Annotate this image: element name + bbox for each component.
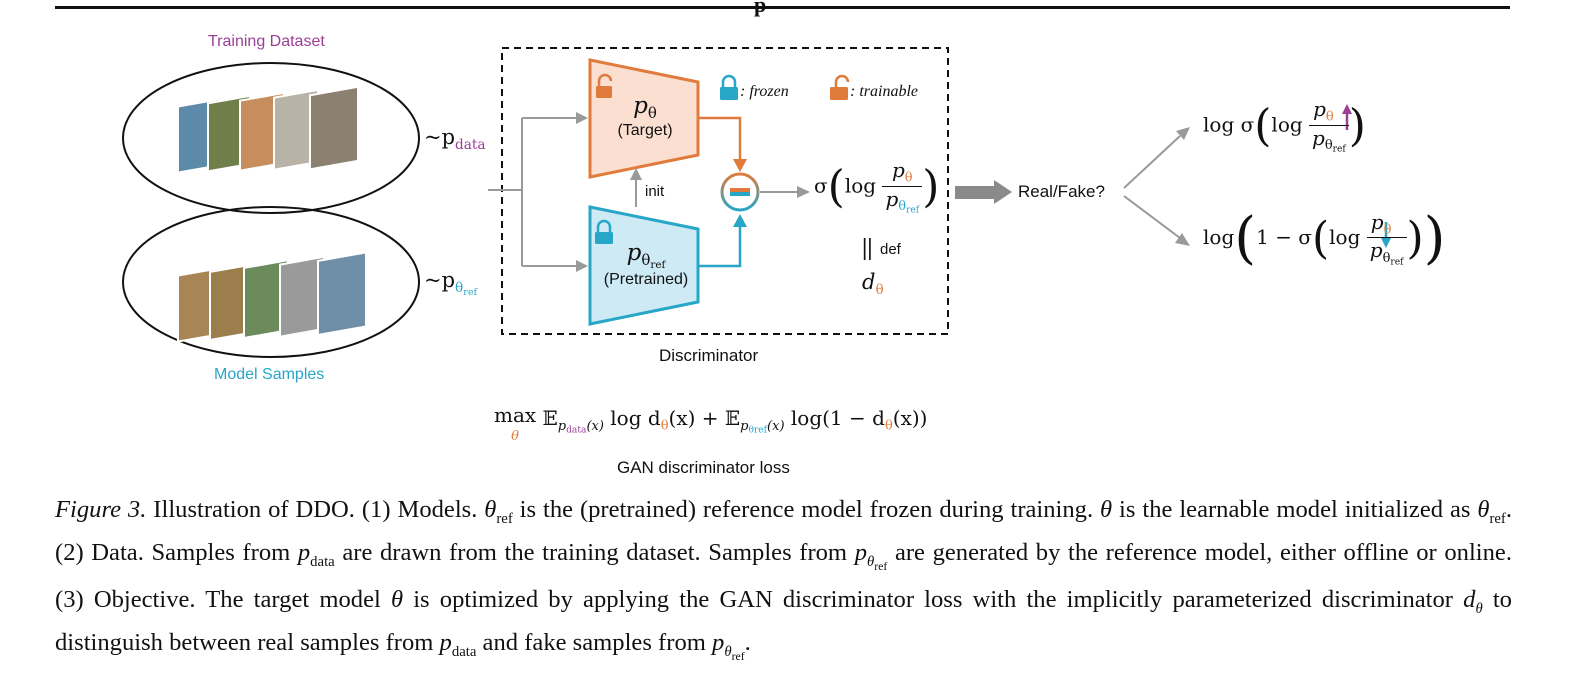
real-fake-label: Real/Fake? xyxy=(1018,182,1105,201)
p-data-label: ~pdata xyxy=(424,125,486,153)
model-samples-images-stack xyxy=(177,251,367,343)
trainable-lock-icon xyxy=(596,73,613,98)
gan-loss-label: GAN discriminator loss xyxy=(617,458,790,477)
p-ref-label: ~pθref xyxy=(424,268,478,298)
ddo-diagram xyxy=(122,47,1391,358)
def-label: def xyxy=(880,241,901,258)
def-equal-sign: || xyxy=(862,235,873,261)
model-samples-label: Model Samples xyxy=(214,366,325,383)
up-arrow-icon xyxy=(1342,104,1352,130)
target-model-label: pθ (Target) xyxy=(617,93,673,140)
legend-trainable: : trainable xyxy=(850,83,918,100)
model-samples-ellipse xyxy=(122,206,420,358)
down-arrow-icon xyxy=(1381,222,1391,248)
top-rule xyxy=(55,6,1510,9)
training-dataset-ellipse xyxy=(122,62,420,214)
header-fragment: p xyxy=(754,0,767,17)
target-model-trapezoid xyxy=(588,58,700,179)
pretrained-model-label: pθref (Pretrained) xyxy=(603,240,689,289)
figure-caption: Figure 3. Illustration of DDO. (1) Model… xyxy=(55,496,1512,663)
training-dataset-label: Training Dataset xyxy=(208,33,325,50)
legend-frozen-lock-icon xyxy=(720,74,738,100)
frozen-lock-icon xyxy=(595,219,613,244)
discriminator-label: Discriminator xyxy=(659,346,759,365)
training-images-stack xyxy=(177,85,359,174)
legend-trainable-lock-icon xyxy=(830,74,850,100)
init-label: init xyxy=(645,183,665,200)
d-theta-label: dθ xyxy=(862,270,884,298)
legend-frozen: : frozen xyxy=(740,83,789,100)
pretrained-model-trapezoid xyxy=(588,205,700,326)
caption-figure-label: Figure 3. xyxy=(55,496,147,523)
